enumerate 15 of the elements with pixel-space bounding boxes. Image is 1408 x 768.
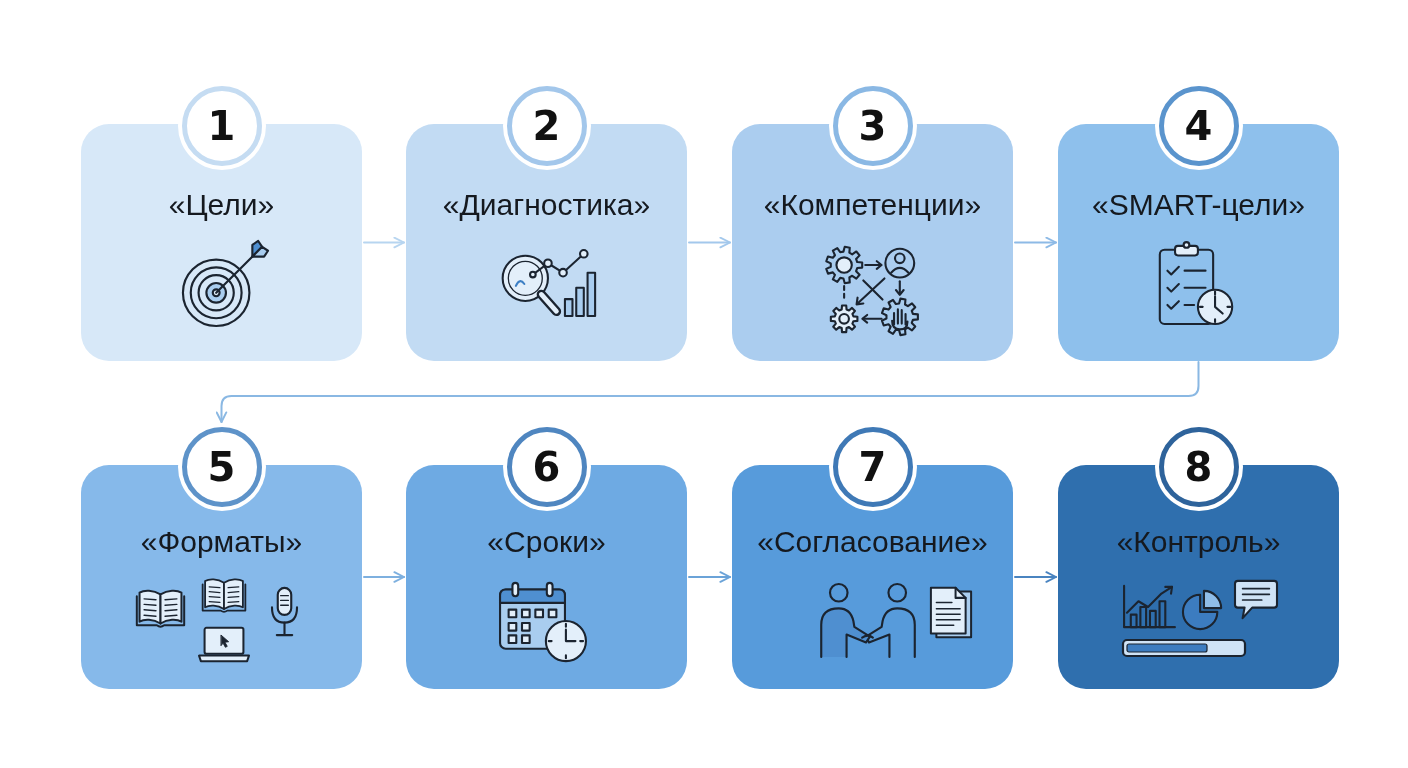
step-title: «Цели» — [168, 187, 275, 223]
step-title: «Сроки» — [487, 524, 606, 560]
arrow — [1014, 236, 1057, 249]
step-title: «Согласование» — [757, 524, 988, 560]
arrow — [363, 236, 405, 249]
arrow — [363, 571, 405, 583]
arrow — [688, 571, 731, 583]
step-title: «Контроль» — [1116, 524, 1281, 560]
arrow — [688, 236, 731, 249]
step-title: «Диагностика» — [442, 187, 651, 223]
arrow — [1014, 571, 1057, 583]
step-title: «SMART-цели» — [1092, 187, 1305, 223]
step-title: «Компетенции» — [763, 187, 982, 223]
step-title: «Форматы» — [140, 524, 303, 560]
arrow — [215, 361, 1200, 423]
